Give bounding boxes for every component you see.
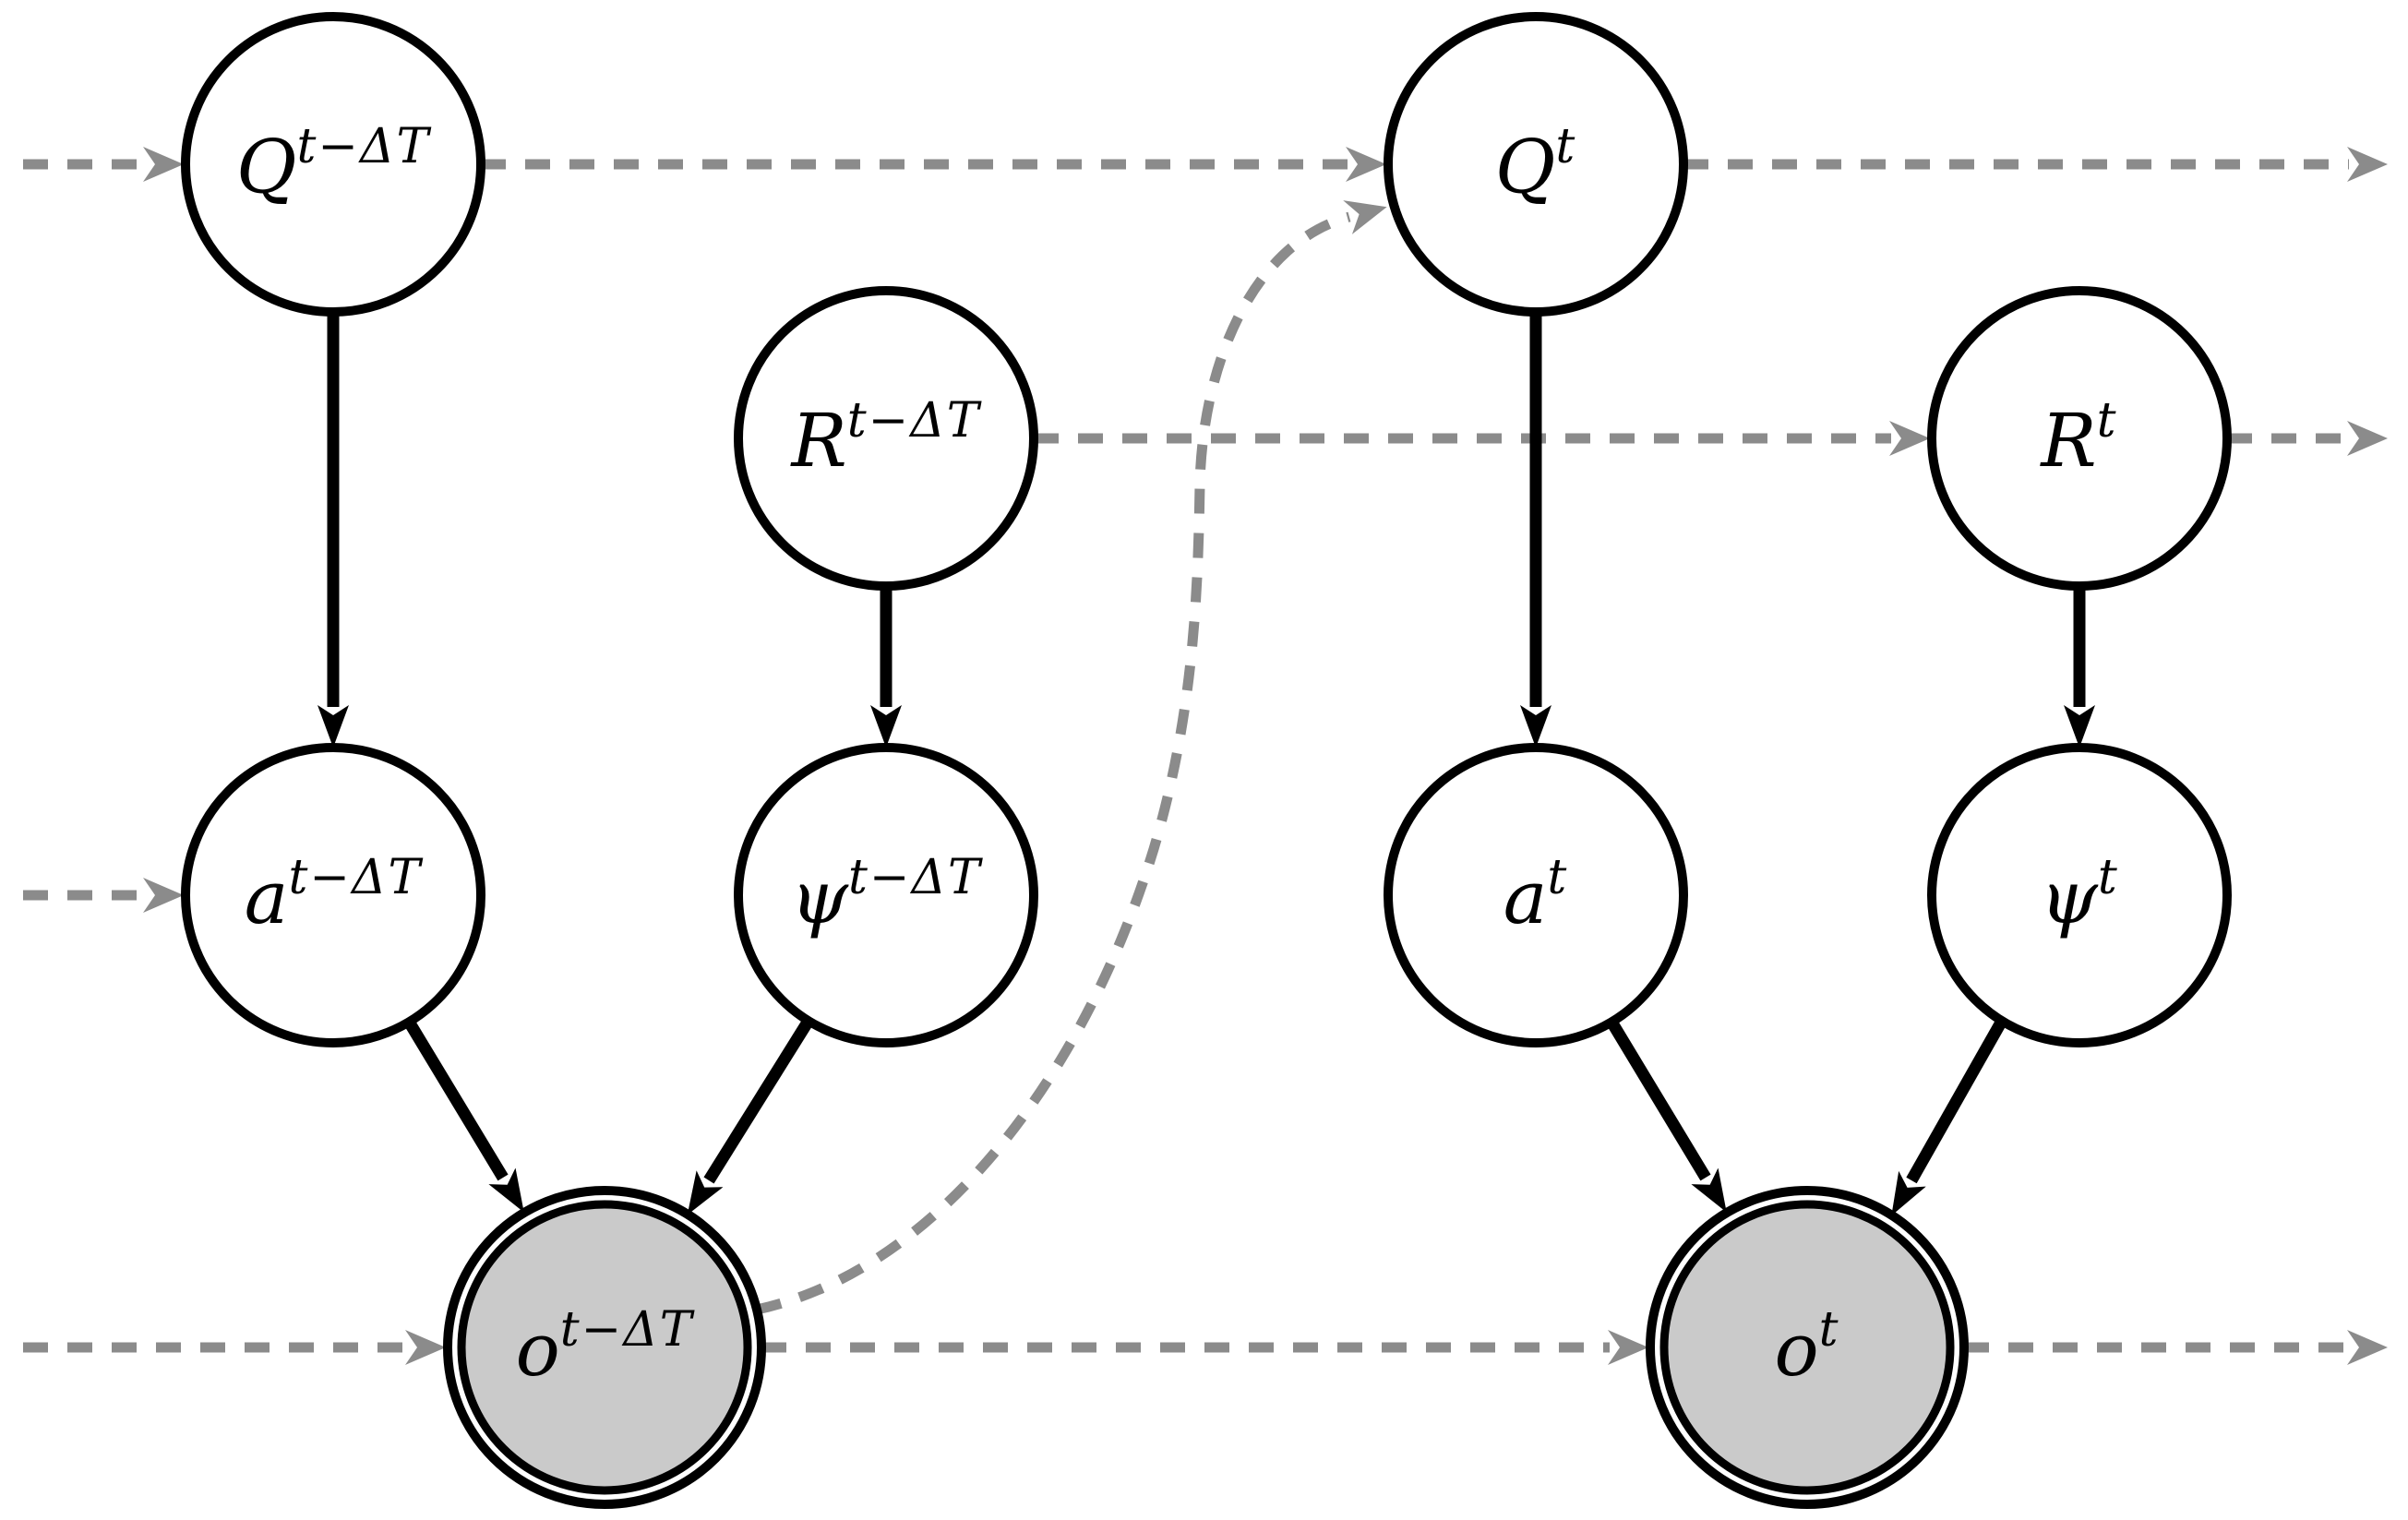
node-label-superscript: t−ΔT xyxy=(848,850,983,905)
node-label-superscript: t xyxy=(1547,850,1568,905)
node-label-base: Q xyxy=(236,124,297,209)
solid-edge-a-curr-to-o-curr xyxy=(1606,1018,1727,1213)
node-label-o-prev: ot−ΔT xyxy=(516,1302,695,1393)
node-label-superscript: t xyxy=(2098,850,2119,905)
node-label-base: ψ xyxy=(2040,855,2099,940)
node-label-base: a xyxy=(1504,855,1548,940)
node-label-base: Q xyxy=(1495,124,1556,209)
solid-edge-psi-prev-to-o-prev xyxy=(687,1017,814,1215)
node-circle-psi-curr xyxy=(1927,743,2232,1047)
node-label-superscript: t xyxy=(1555,119,1576,174)
node-circle-psi-prev xyxy=(734,743,1038,1047)
node-circle-a-curr xyxy=(1384,743,1688,1047)
node-label-superscript: t−ΔT xyxy=(847,393,982,449)
node-label-base: o xyxy=(1774,1307,1818,1393)
solid-edge-psi-curr-to-o-curr xyxy=(1891,1017,2007,1216)
node-label-a-curr: at xyxy=(1504,850,1569,940)
node-circle-r-curr xyxy=(1927,286,2232,591)
node-label-base: o xyxy=(516,1307,560,1393)
node-label-superscript: t−ΔT xyxy=(560,1302,695,1358)
node-label-q-prev: Qt−ΔT xyxy=(236,119,432,209)
node-circle-q-curr xyxy=(1384,12,1688,317)
node-label-psi-prev: ψt−ΔT xyxy=(790,850,983,940)
node-label-base: R xyxy=(790,398,847,484)
node-inner-circle-o-curr xyxy=(1659,1200,1955,1495)
node-label-psi-curr: ψt xyxy=(2040,850,2119,940)
node-label-base: a xyxy=(245,855,289,940)
node-label-q-curr: Qt xyxy=(1495,119,1577,209)
node-label-superscript: t−ΔT xyxy=(289,850,424,905)
node-label-base: R xyxy=(2039,398,2096,484)
node-label-superscript: t xyxy=(1819,1302,1840,1358)
dashed-curved-edge-o-prev-to-q-curr xyxy=(755,200,1387,1315)
node-circle-a-prev xyxy=(181,743,485,1047)
node-label-superscript: t−ΔT xyxy=(296,119,431,174)
node-label-o-curr: ot xyxy=(1774,1302,1839,1393)
node-label-r-curr: Rt xyxy=(2039,393,2117,484)
solid-edge-a-prev-to-o-prev xyxy=(403,1018,524,1213)
node-circle-q-prev xyxy=(181,12,485,317)
node-circle-r-prev xyxy=(734,286,1038,591)
node-label-base: ψ xyxy=(790,855,849,940)
node-inner-circle-o-prev xyxy=(457,1200,752,1495)
node-label-a-prev: at−ΔT xyxy=(245,850,424,940)
node-label-r-prev: Rt−ΔT xyxy=(790,393,982,484)
node-label-superscript: t xyxy=(2097,393,2118,449)
